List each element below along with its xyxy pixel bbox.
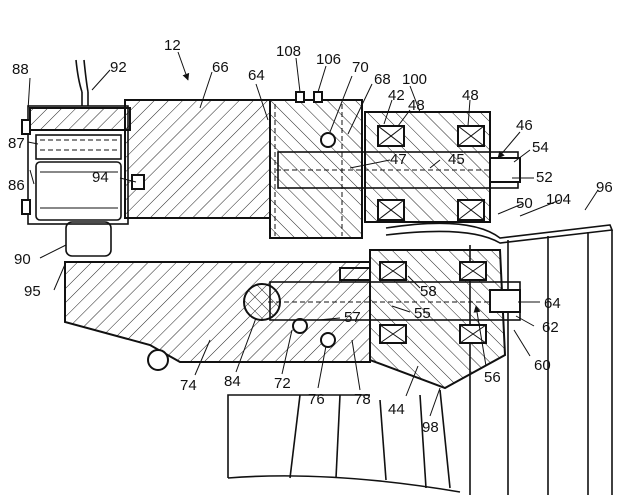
- label-52: 52: [536, 169, 553, 186]
- label-78: 78: [354, 391, 371, 408]
- label-66: 66: [212, 59, 229, 76]
- label-98: 98: [422, 419, 439, 436]
- label-72: 72: [274, 375, 291, 392]
- label-60: 60: [534, 357, 551, 374]
- label-68: 68: [374, 71, 391, 88]
- label-74: 74: [180, 377, 197, 394]
- label-90: 90: [14, 251, 31, 268]
- label-88: 88: [12, 61, 29, 78]
- label-86: 86: [8, 177, 25, 194]
- label-95: 95: [24, 283, 41, 300]
- label-87: 87: [8, 135, 25, 152]
- label-70: 70: [352, 59, 369, 76]
- label-96: 96: [596, 179, 613, 196]
- label-45: 45: [448, 151, 465, 168]
- upper-housing-66: [30, 92, 362, 238]
- label-92: 92: [110, 59, 127, 76]
- label-108: 108: [276, 43, 301, 60]
- label-12: 12: [164, 37, 181, 54]
- label-64-lower: 64: [544, 295, 561, 312]
- label-48-right: 48: [462, 87, 479, 104]
- label-54: 54: [532, 139, 549, 156]
- label-56: 56: [484, 369, 501, 386]
- label-55: 55: [414, 305, 431, 322]
- label-46: 46: [516, 117, 533, 134]
- label-76: 76: [308, 391, 325, 408]
- label-64-upper: 64: [248, 67, 265, 84]
- label-100: 100: [402, 71, 427, 88]
- label-104: 104: [546, 191, 571, 208]
- label-94: 94: [92, 169, 109, 186]
- label-44: 44: [388, 401, 405, 418]
- label-57: 57: [344, 309, 361, 326]
- label-58: 58: [420, 283, 437, 300]
- label-106: 106: [316, 51, 341, 68]
- label-50: 50: [516, 195, 533, 212]
- label-42: 42: [388, 87, 405, 104]
- label-84: 84: [224, 373, 241, 390]
- label-62: 62: [542, 319, 559, 336]
- label-47: 47: [390, 151, 407, 168]
- label-48-left: 48: [408, 97, 425, 114]
